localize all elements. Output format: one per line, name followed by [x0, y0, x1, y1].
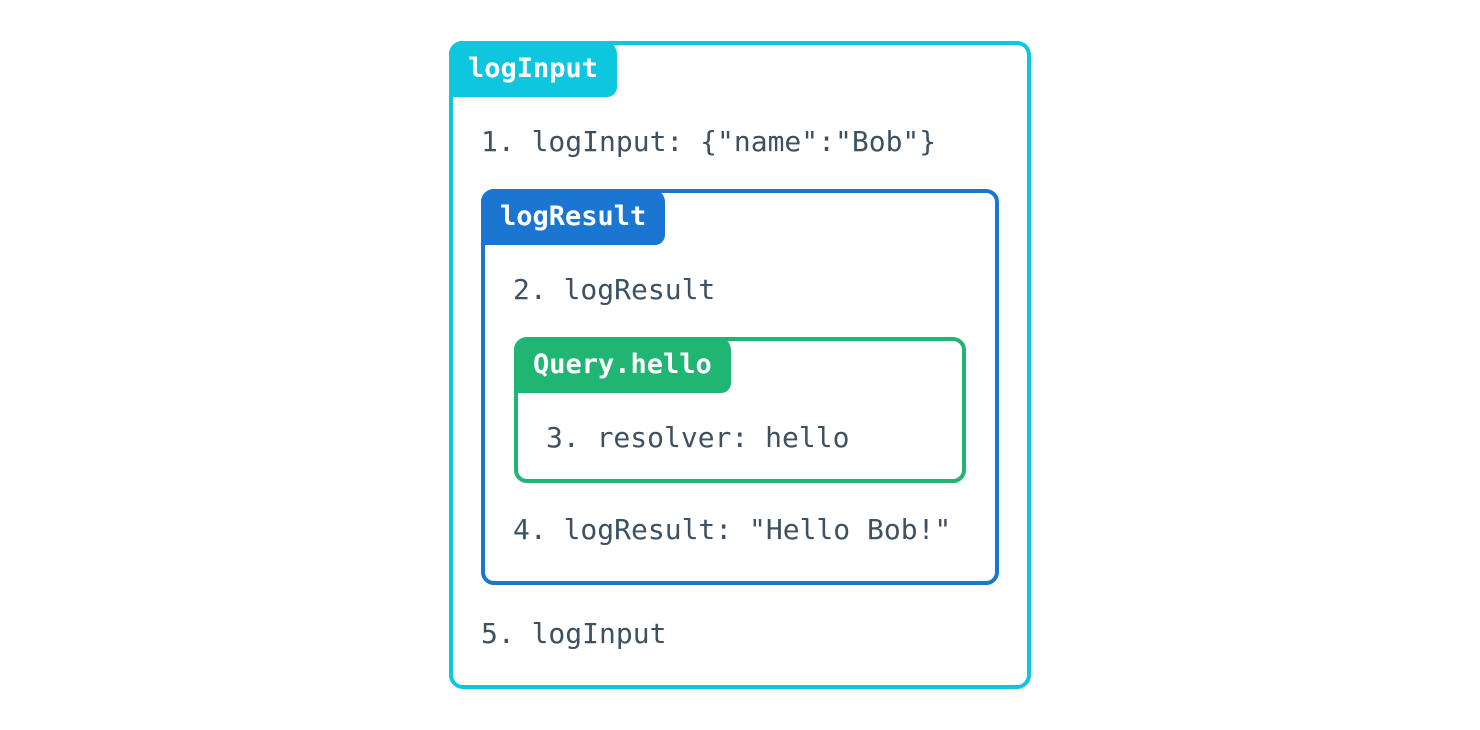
step-4-text: 4. logResult: "Hello Bob!"	[513, 513, 952, 546]
query-hello-tab-label: Query.hello	[514, 337, 731, 393]
loginput-middleware-box: logInput 1. logInput: {"name":"Bob"} log…	[449, 41, 1031, 689]
logresult-middleware-box: logResult 2. logResult Query.hello 3. re…	[481, 189, 999, 585]
step-5-text: 5. logInput	[481, 617, 667, 650]
step-1-text: 1. logInput: {"name":"Bob"}	[481, 125, 937, 158]
loginput-tab-label: logInput	[449, 41, 618, 97]
step-2-text: 2. logResult	[513, 273, 716, 306]
query-hello-resolver-box: Query.hello 3. resolver: hello	[514, 337, 966, 483]
step-3-text: 3. resolver: hello	[546, 421, 850, 454]
logresult-tab-label: logResult	[481, 189, 666, 245]
